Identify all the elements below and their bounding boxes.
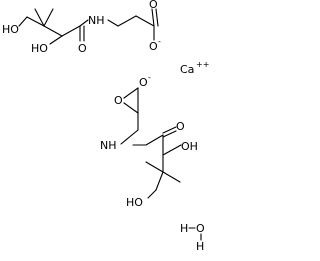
atom-label: O [176, 120, 185, 133]
bond [107, 19, 119, 27]
charge-label: - [158, 37, 161, 46]
atom-label: O [196, 222, 205, 235]
atom-label: HO [31, 42, 48, 55]
atom-label: H [196, 240, 204, 253]
bond [123, 102, 139, 114]
upper-pantothenate: HO HO NH O O O - [2, 0, 161, 55]
bond [120, 129, 139, 145]
atom-label: O [114, 94, 123, 107]
atom-label: O [78, 42, 87, 55]
bond [123, 87, 139, 99]
bond [43, 8, 54, 27]
atom-label: HO [126, 196, 143, 209]
bond [162, 171, 181, 183]
bond [34, 8, 45, 27]
atom-label: NH [88, 14, 105, 27]
calcium-pantothenate-structure: HO HO NH O O O - Ca ++ O - O [2, 0, 209, 253]
bond [155, 171, 164, 191]
calcium-ion: Ca ++ [180, 60, 209, 76]
structure-canvas: HO HO NH O O O - Ca ++ O - O [2, 0, 209, 253]
bond [26, 16, 45, 27]
lower-pantothenate: O - O NH O OH HO [100, 73, 198, 209]
bond [135, 15, 155, 27]
bond [79, 19, 89, 27]
atom-label: O [149, 0, 158, 11]
atom-label: OH [181, 140, 198, 153]
water-molecule: H O H [180, 222, 205, 253]
bond [162, 126, 177, 134]
charge-label: ++ [196, 60, 209, 69]
bond [61, 25, 81, 37]
atom-label: O [149, 40, 158, 53]
atom-label: Ca [180, 63, 194, 76]
bond [145, 161, 164, 173]
atom-label: H [180, 222, 188, 235]
charge-label: - [148, 73, 151, 82]
bond [49, 35, 63, 45]
atom-label: HO [2, 23, 19, 36]
bond [162, 144, 182, 156]
bond [117, 15, 137, 27]
bond [18, 16, 28, 27]
bond [151, 8, 155, 27]
bond [162, 130, 177, 138]
bond [43, 25, 63, 37]
atom-label: NH [100, 139, 117, 152]
bond [155, 8, 159, 27]
bond [147, 189, 157, 199]
atom-label: O [139, 76, 148, 89]
bond [145, 134, 164, 146]
